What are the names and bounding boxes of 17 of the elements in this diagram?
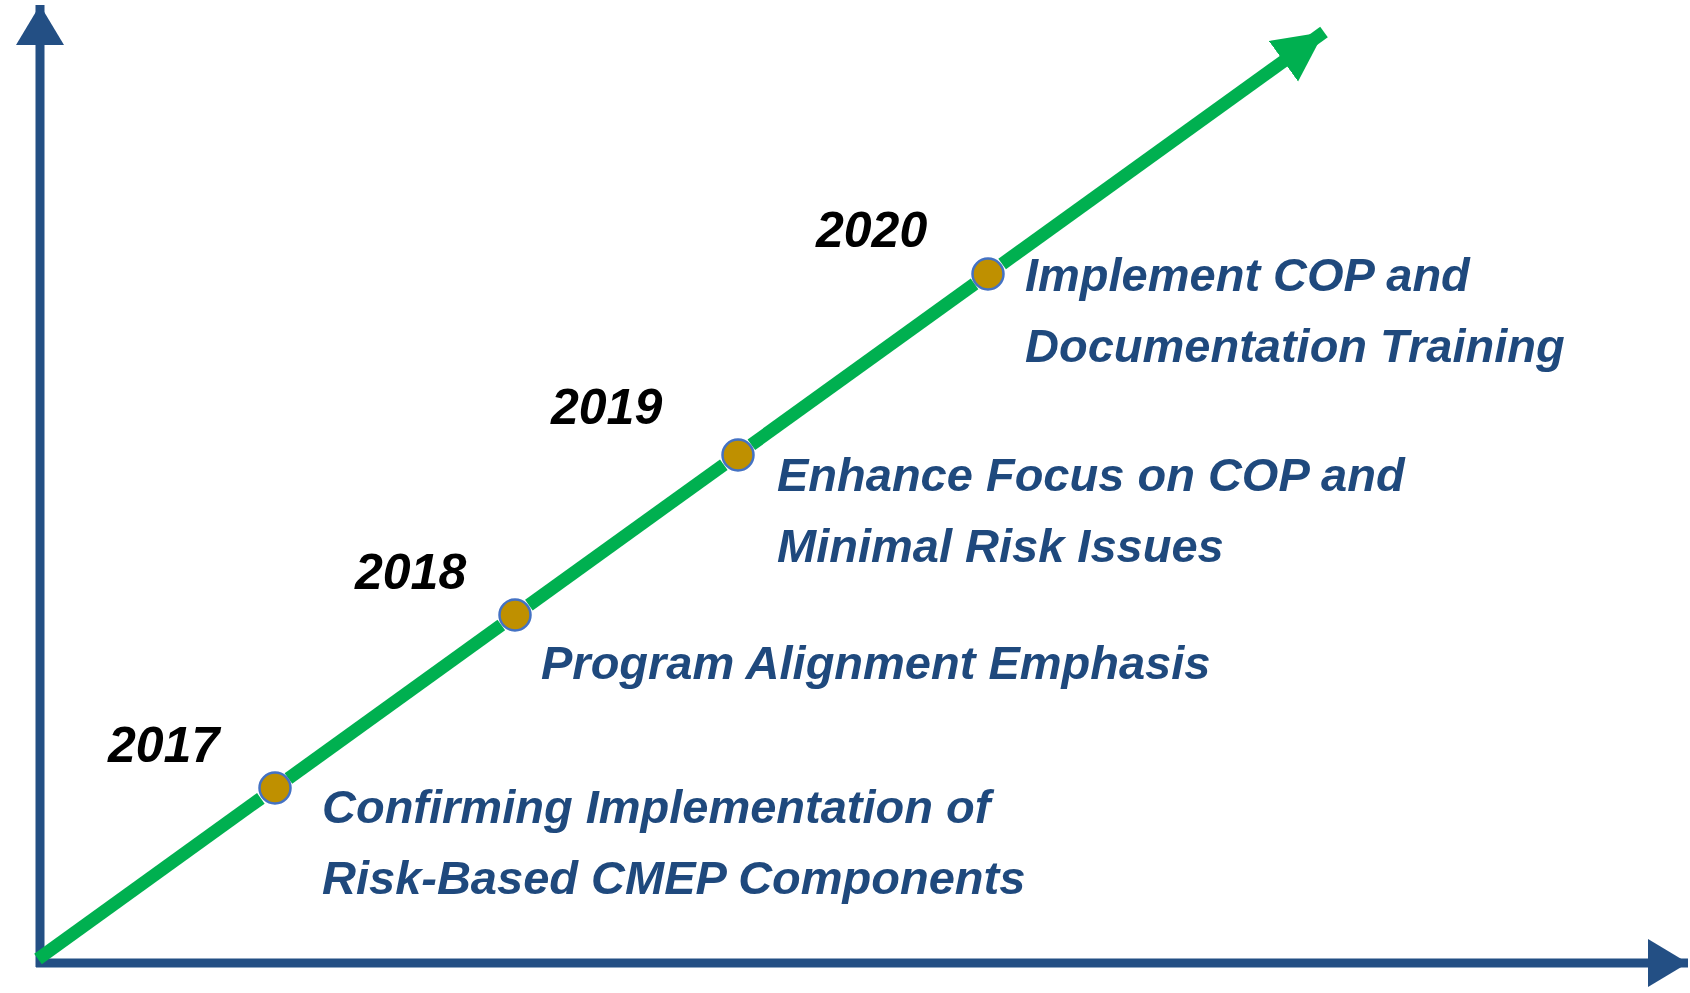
connector-line [747,278,979,451]
milestone-description: Confirming Implementation of Risk-Based CMEP Components [322,779,1027,906]
milestone-description: Program Alignment Emphasis [541,635,1212,691]
milestone-dot [720,437,755,472]
milestone-dot [971,256,1006,291]
milestone-dot [498,598,533,633]
year-label: 2019 [551,380,663,435]
milestone-dot [257,771,292,806]
milestone-description: Implement COP and Documentation Training [1025,247,1566,374]
year-label: 2020 [816,203,928,258]
year-label: 2018 [355,545,467,600]
arrow [998,26,1328,270]
year-label: 2017 [108,718,220,773]
connector-line [284,619,506,784]
milestone-description: Enhance Focus on COP and Minimal Risk Issues [777,447,1407,574]
connector-line [34,793,265,965]
connector-line [525,459,728,611]
